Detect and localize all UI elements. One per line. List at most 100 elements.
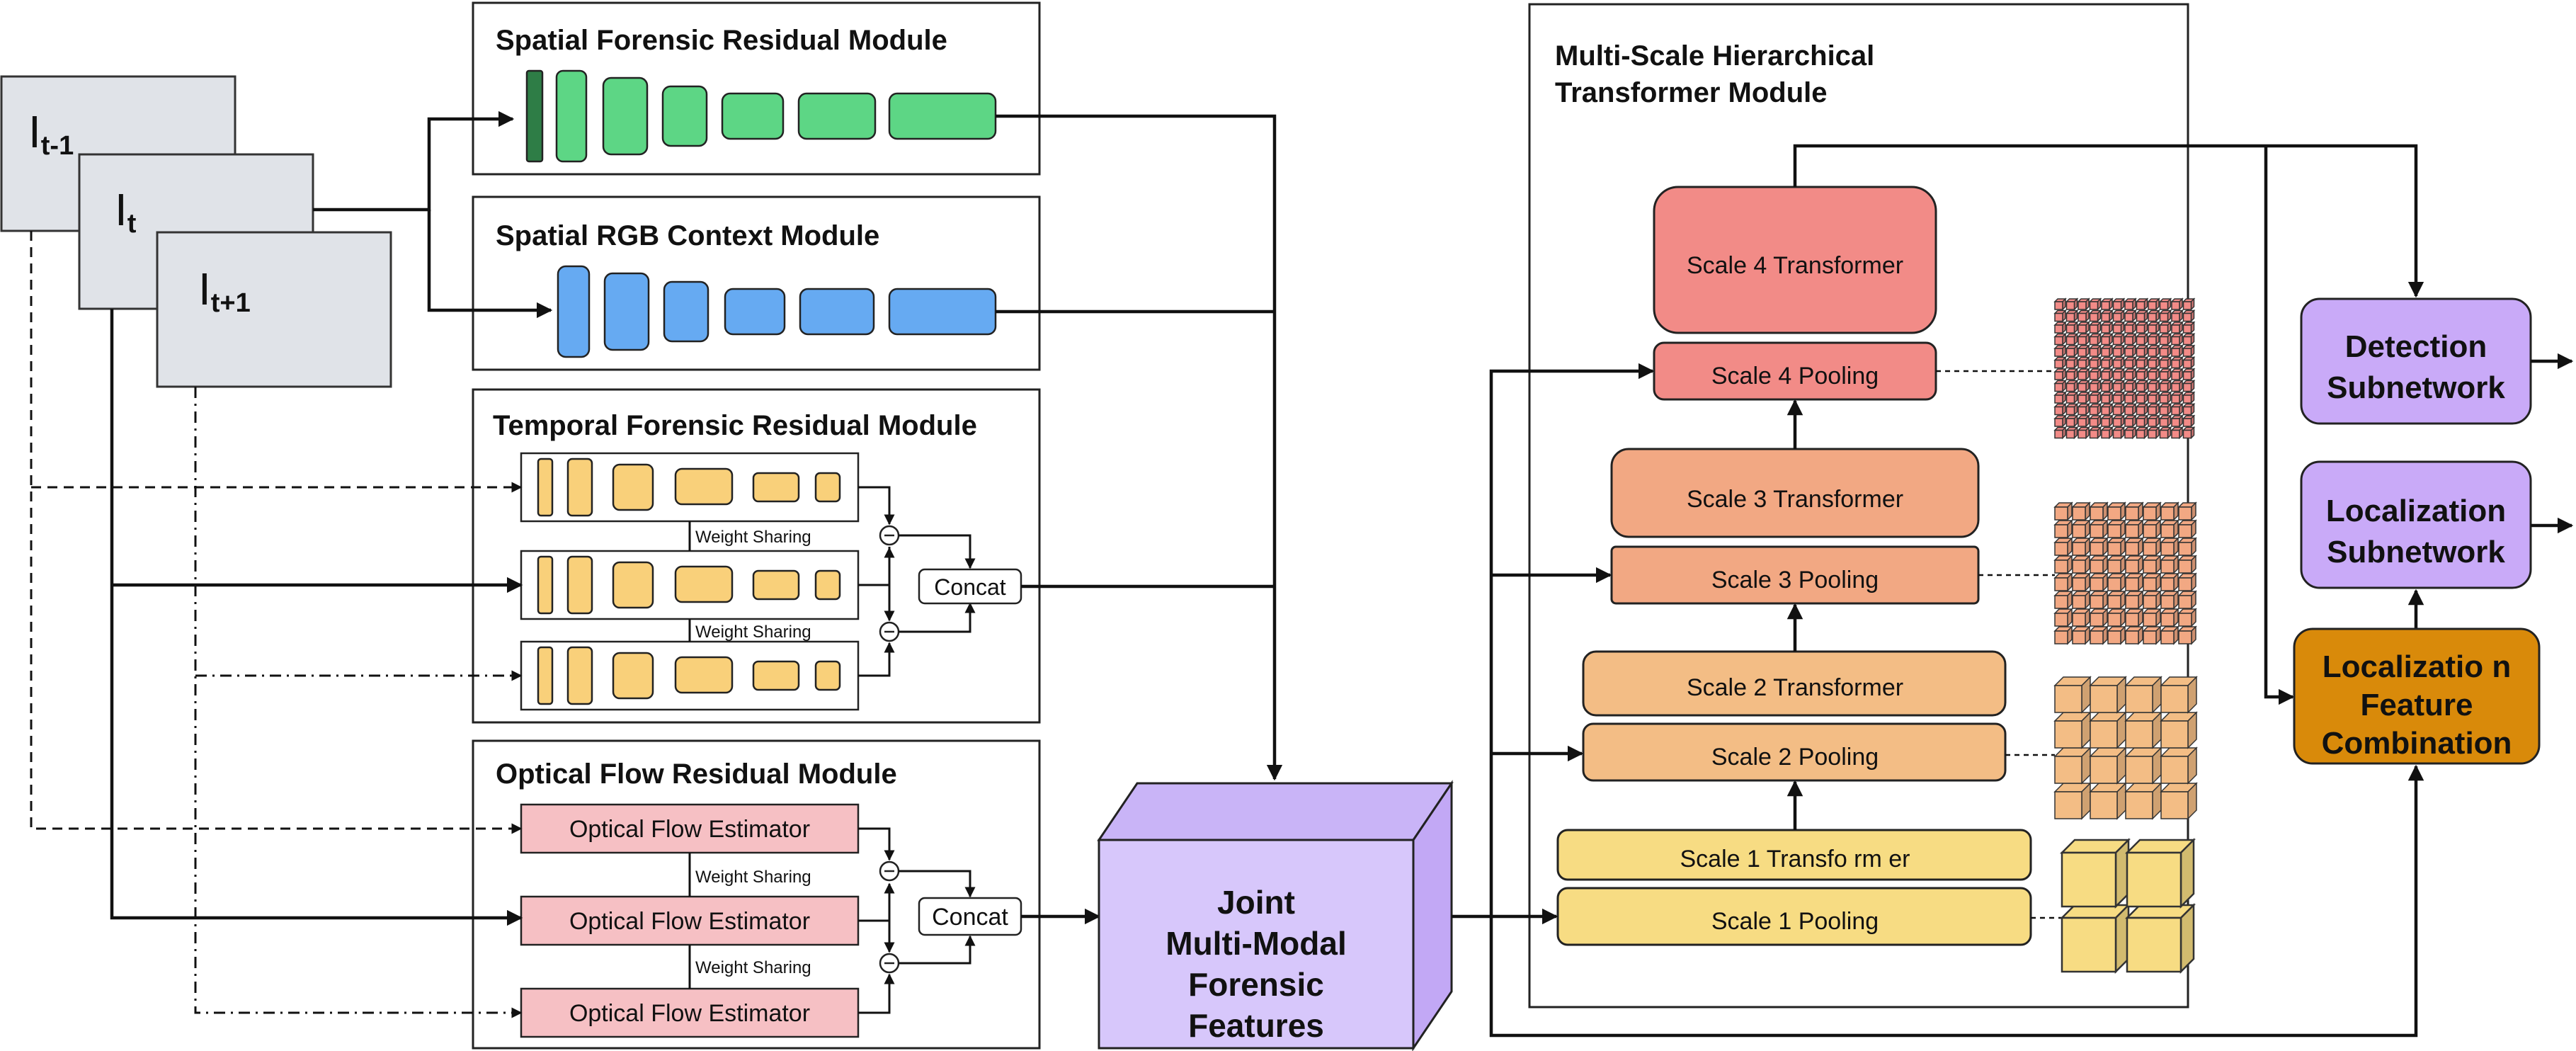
scale4-cube	[2124, 309, 2137, 323]
scale4-cube	[2088, 344, 2102, 358]
scale4-transformer-label: Scale 4 Transformer	[1687, 252, 1903, 279]
multiscale-title-1: Multi-Scale Hierarchical	[1555, 40, 1874, 72]
scale4-cube	[2182, 414, 2196, 428]
scale4-cube	[2111, 344, 2126, 358]
scale4-cube	[2147, 332, 2160, 346]
scale4-cube	[2170, 321, 2184, 334]
detection-label-1: Detection	[2345, 329, 2487, 364]
scale2-cube	[2053, 676, 2092, 714]
weight-sharing-label: Weight Sharing	[695, 868, 811, 887]
scale4-cube	[2053, 402, 2067, 416]
scale1-cube	[2059, 902, 2131, 975]
scale3-cube	[2107, 501, 2126, 521]
scale3-cube	[2071, 572, 2091, 592]
scale4-cube	[2170, 414, 2184, 428]
scale3-cube	[2071, 555, 2091, 574]
feature-cube-grids	[2053, 297, 2198, 975]
scale4-cube	[2053, 368, 2067, 381]
frame-t-minus-1-label: It-1	[28, 106, 74, 161]
joint-label-1: Joint	[1217, 884, 1295, 921]
feature-combo-label-2: Feature	[2361, 688, 2473, 722]
scale4-cube	[2182, 356, 2196, 370]
scale4-cube	[2147, 321, 2160, 334]
scale4-cube	[2182, 321, 2196, 334]
scale3-cube	[2107, 608, 2126, 627]
flow-estimator-label: Optical Flow Estimator	[569, 816, 810, 843]
scale2-cube	[2124, 676, 2162, 714]
scale4-cube	[2053, 379, 2067, 393]
scale4-cube	[2135, 297, 2149, 311]
scale4-cube	[2100, 368, 2114, 381]
scale3-cube	[2142, 501, 2162, 521]
output-routing	[1793, 144, 2424, 705]
scale4-cube	[2065, 402, 2079, 416]
scale3-cube	[2089, 608, 2109, 627]
scale4-cube	[2077, 368, 2090, 381]
scale4-cube	[2077, 414, 2090, 428]
scale4-cube	[2135, 344, 2149, 358]
scale2-pooling-label: Scale 2 Pooling	[1711, 744, 1879, 771]
feature-combo-label-3: Combination	[2322, 726, 2512, 761]
scale4-cube	[2170, 309, 2184, 323]
scale4-cube	[2147, 344, 2160, 358]
scale4-cube	[2182, 426, 2196, 440]
scale4-cube	[2088, 414, 2102, 428]
weight-sharing-label: Weight Sharing	[695, 623, 811, 642]
scale4-cube	[2170, 391, 2184, 404]
scale4-cube	[2077, 391, 2090, 404]
scale4-cube	[2182, 391, 2196, 404]
scale4-cube	[2135, 309, 2149, 323]
scale4-cube	[2147, 309, 2160, 323]
scale4-cube	[2053, 391, 2067, 404]
scale3-cube	[2107, 537, 2126, 557]
joint-label-2: Multi-Modal	[1166, 925, 1347, 962]
scale4-cube	[2111, 368, 2126, 381]
scale4-cube	[2088, 332, 2102, 346]
optical-flow-module: Optical Flow Residual Module Optical Flo…	[472, 739, 1041, 1050]
scale3-cube	[2177, 590, 2197, 610]
scale4-cube	[2088, 391, 2102, 404]
scale4-cube	[2135, 368, 2149, 381]
scale3-cube	[2089, 625, 2109, 645]
scale3-cube	[2071, 501, 2091, 521]
input-frames: It-1 It It+1	[0, 75, 392, 388]
scale4-cube	[2077, 309, 2090, 323]
multiscale-title-2: Transformer Module	[1555, 77, 1828, 108]
scale3-cube	[2124, 590, 2144, 610]
scale3-cube	[2053, 537, 2073, 557]
feature-combo-label-1: Localizatio n	[2323, 649, 2511, 684]
scale4-cube	[2077, 356, 2090, 370]
scale3-cube	[2177, 608, 2197, 627]
scale3-pooling-label: Scale 3 Pooling	[1711, 567, 1879, 593]
spatial-rgb-module: Spatial RGB Context Module	[472, 195, 1041, 371]
scale3-cube	[2160, 625, 2179, 645]
concat-label: Concat	[932, 904, 1008, 931]
scale4-cube	[2135, 414, 2149, 428]
scale3-cube	[2160, 537, 2179, 557]
scale3-cube	[2160, 590, 2179, 610]
scale2-cube	[2089, 676, 2127, 714]
scale4-cube	[2065, 414, 2079, 428]
scale4-cube	[2100, 402, 2114, 416]
scale1-cube	[2059, 837, 2131, 909]
scale4-cube	[2088, 426, 2102, 440]
scale4-cube	[2077, 297, 2090, 311]
scale3-cube	[2142, 590, 2162, 610]
localization-feature-combination	[2293, 627, 2541, 765]
scale4-cube	[2077, 344, 2090, 358]
scale4-cube	[2135, 356, 2149, 370]
scale3-cube	[2160, 572, 2179, 592]
scale3-cube	[2124, 537, 2144, 557]
scale4-cube	[2100, 379, 2114, 393]
scale4-cube	[2100, 391, 2114, 404]
scale4-cube	[2158, 379, 2172, 393]
spatial-forensic-title: Spatial Forensic Residual Module	[496, 25, 947, 56]
scale4-cube	[2158, 426, 2172, 440]
scale4-cube	[2053, 297, 2067, 311]
scale4-cube	[2182, 297, 2196, 311]
scale4-cube	[2077, 321, 2090, 334]
scale3-cube	[2124, 555, 2144, 574]
multiscale-transformer-module: Multi-Scale Hierarchical Transformer Mod…	[1528, 3, 2198, 1009]
scale3-cube	[2124, 519, 2144, 539]
